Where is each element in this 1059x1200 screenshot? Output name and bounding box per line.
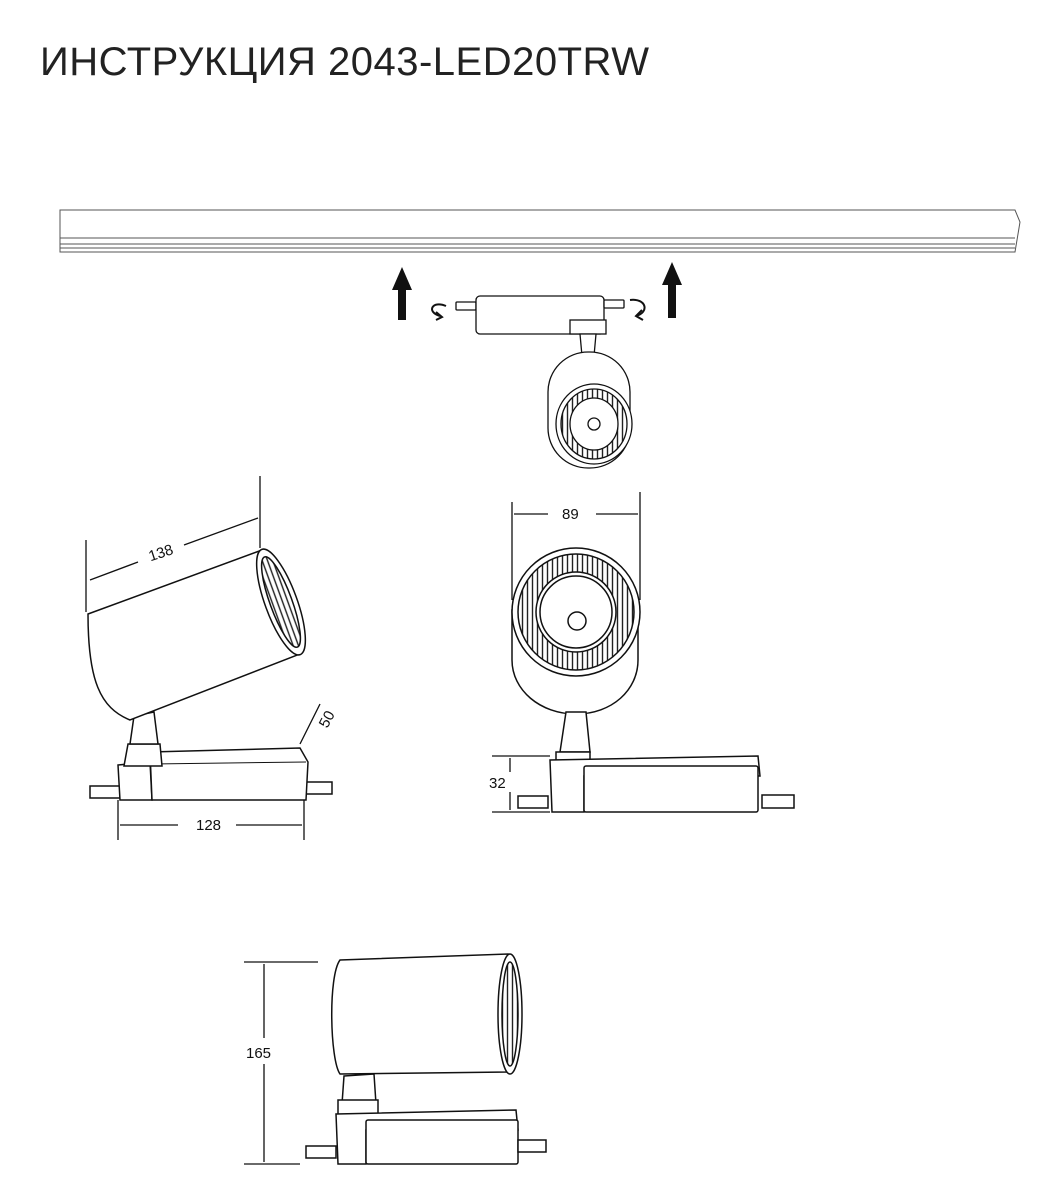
dim-lines-front: [492, 492, 641, 813]
rotate-arrow-left-icon: [431, 303, 447, 321]
lamp-front-view: [511, 547, 795, 813]
dim-head-diameter: 89: [562, 506, 579, 523]
up-arrow-right-icon: [662, 262, 682, 318]
dim-lamp-length: 138: [146, 541, 175, 565]
dim-base-width: 50: [316, 708, 339, 731]
lamp-mounting-view: [455, 295, 633, 469]
rotate-arrow-right-icon: [629, 298, 646, 321]
dim-total-height: 165: [246, 1045, 271, 1062]
dim-lines-horizontal: [244, 961, 318, 1165]
up-arrow-left-icon: [392, 267, 412, 320]
lamp-side-view-horizontal: [305, 953, 547, 1165]
page-title: ИНСТРУКЦИЯ 2043-LED20TRW: [40, 40, 650, 84]
dim-base-height: 32: [489, 775, 506, 792]
lamp-side-view-angled: [87, 548, 333, 801]
dim-lines-side: [85, 476, 321, 840]
dim-base-length: 128: [196, 817, 221, 834]
track-rail: [59, 209, 1021, 253]
